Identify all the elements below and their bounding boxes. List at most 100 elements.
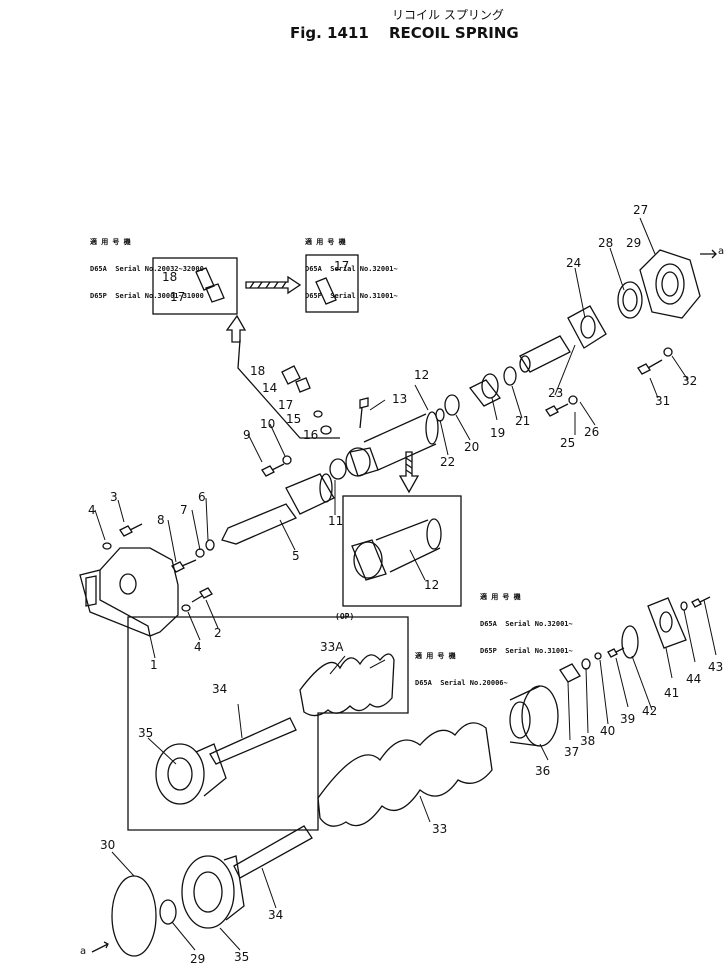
figure-title: RECOIL SPRING [389, 24, 519, 42]
callout-35: 35 [234, 950, 250, 964]
callout-36: 36 [535, 764, 551, 778]
callout-25: 25 [560, 436, 576, 450]
callout-32: 32 [682, 374, 698, 388]
callout-35: 35 [138, 726, 154, 740]
bolt-part [691, 596, 711, 608]
callout-16: 16 [303, 428, 319, 442]
bolt-part [359, 397, 369, 429]
note-line: D65A Serial No.20032~32000 [90, 265, 204, 273]
callout-43: 43 [708, 660, 724, 674]
callout-40: 40 [600, 724, 616, 738]
callout-1: 1 [150, 658, 158, 672]
callout-7: 7 [180, 503, 188, 517]
callout-3: 3 [110, 490, 118, 504]
callout-5: 5 [292, 549, 300, 563]
callout-34: 34 [268, 908, 284, 922]
callout-6: 6 [198, 490, 206, 504]
washer-part [205, 539, 215, 551]
seal-part [617, 281, 643, 319]
washer-part [102, 542, 112, 550]
callout-31: 31 [655, 394, 671, 408]
spring-part [299, 653, 395, 717]
callout-18: 18 [250, 364, 266, 378]
callout-4: 4 [88, 503, 96, 517]
seal-part [444, 394, 460, 416]
leader-polyline [237, 339, 340, 439]
bolt-part [171, 559, 197, 573]
callout-39: 39 [620, 712, 636, 726]
note-line: D65A Serial No.32001~ [305, 265, 398, 273]
callout-21: 21 [515, 414, 531, 428]
rod-part [221, 473, 335, 545]
shaft-part [181, 825, 313, 929]
note-applicable-label: 適 用 号 機 [415, 652, 456, 660]
washer-part [568, 395, 578, 405]
o-ring-part [329, 458, 347, 480]
note-serial-cylinder: 適 用 号 機 D65A Serial No.32001~ D65P Seria… [480, 575, 573, 674]
bolt-part [119, 523, 143, 537]
callout-42: 42 [642, 704, 658, 718]
note-line: D65A Serial No.20006~ [415, 679, 508, 687]
detail-box-cylinder [342, 495, 462, 607]
callout-41: 41 [664, 686, 680, 700]
o-ring-part [621, 625, 639, 659]
callout-11: 11 [328, 514, 344, 528]
fitting-part [281, 365, 311, 393]
gasket-part [567, 305, 607, 349]
arrow-early-to-later [245, 275, 302, 295]
seal-part [503, 366, 517, 386]
seal-part [159, 899, 177, 925]
fitting-part [313, 410, 332, 435]
note-serial-early: 適 用 号 機 D65A Serial No.20032~32000 D65P … [90, 220, 204, 319]
figure-number: Fig. 1411 [290, 24, 369, 42]
spring-part [317, 722, 493, 827]
figure-title-japanese: リコイル スプリング [392, 8, 504, 22]
callout-33: 33 [432, 822, 448, 836]
callout-13: 13 [392, 392, 408, 406]
callout-33a: 33A [320, 640, 344, 654]
callout-17: 17 [278, 398, 294, 412]
note-serial-option: 適 用 号 機 D65A Serial No.20006~ [415, 634, 508, 706]
note-line: D65P Serial No.30001~31000 [90, 292, 204, 300]
callout-34: 34 [212, 682, 228, 696]
washer-part [594, 652, 602, 660]
note-line: D65P Serial No.31001~ [305, 292, 398, 300]
callout-4: 4 [194, 640, 202, 654]
callout-2: 2 [214, 626, 222, 640]
bolt-part [637, 359, 663, 375]
option-frame [127, 616, 409, 831]
callout-22: 22 [440, 455, 456, 469]
spacer-part [519, 335, 571, 373]
washer-part [663, 347, 673, 357]
callout-23: 23 [548, 386, 564, 400]
callout-17: 17 [170, 290, 186, 304]
reference-arrow-bottom [91, 941, 109, 953]
washer-part [282, 455, 292, 465]
callout-29: 29 [190, 952, 206, 966]
callout-28: 28 [598, 236, 614, 250]
callout-17: 17 [334, 259, 350, 273]
housing-part [79, 547, 179, 637]
cover-part [639, 249, 701, 319]
plate-part [647, 597, 687, 649]
note-serial-later: 適 用 号 機 D65A Serial No.32001~ D65P Seria… [305, 220, 398, 319]
callout-10: 10 [260, 417, 276, 431]
callout-14: 14 [262, 381, 278, 395]
bolt-part [545, 403, 569, 417]
callout-12: 12 [424, 578, 440, 592]
callout-30: 30 [100, 838, 116, 852]
reference-arrow-top [700, 249, 717, 259]
shaft-part [155, 717, 297, 805]
callout-15: 15 [286, 412, 302, 426]
callout-20: 20 [464, 440, 480, 454]
piston-part [509, 685, 559, 747]
callout-12: 12 [414, 368, 430, 382]
bolt-part [261, 463, 285, 477]
callout-19: 19 [490, 426, 506, 440]
fitting-part [315, 277, 337, 305]
callout-24: 24 [566, 256, 582, 270]
note-line: D65A Serial No.32001~ [480, 620, 573, 628]
callout-9: 9 [243, 428, 251, 442]
